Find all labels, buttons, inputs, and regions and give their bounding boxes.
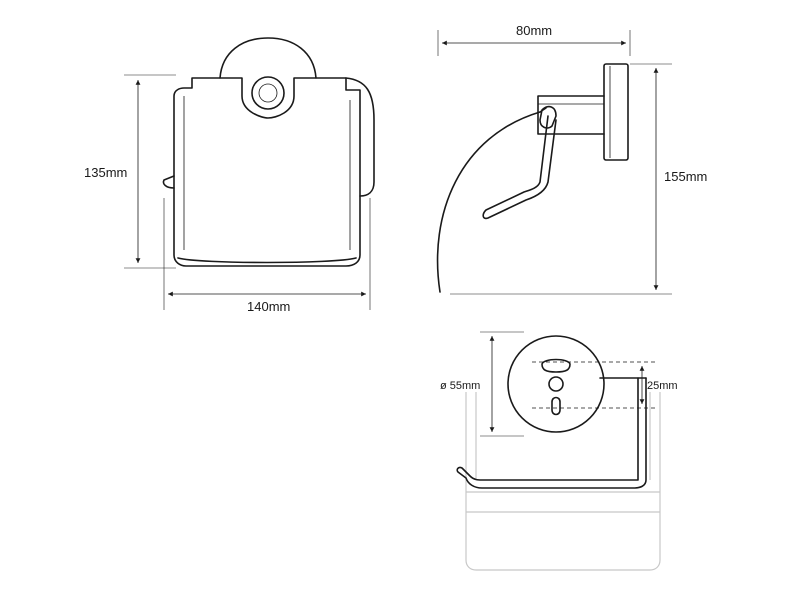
front-height-label: 135mm xyxy=(84,165,127,180)
front-rosette xyxy=(219,37,317,79)
side-lid-tip xyxy=(539,107,547,113)
side-arm xyxy=(482,115,557,220)
side-depth-label: 80mm xyxy=(516,23,552,38)
front-lid-bottom xyxy=(177,257,357,264)
top-view-arm xyxy=(456,377,647,489)
top-view-spacing-label: 25mm xyxy=(647,380,678,392)
top-view-slot xyxy=(541,358,571,373)
front-lid xyxy=(173,77,361,267)
front-lid-inner xyxy=(183,96,351,250)
top-view-plate xyxy=(507,335,605,433)
front-knob xyxy=(251,76,285,110)
side-view: 80mm 155mm xyxy=(436,23,707,295)
front-view: 135mm 140mm xyxy=(84,37,375,314)
top-view-screw-hole xyxy=(548,376,564,392)
front-width-label: 140mm xyxy=(247,299,290,314)
top-view-lower-hole xyxy=(551,396,561,416)
side-height-label: 155mm xyxy=(664,169,707,184)
side-lid-curve xyxy=(436,111,541,293)
front-hook-left xyxy=(162,175,175,189)
top-view-ghost-holder xyxy=(465,392,661,571)
side-bracket xyxy=(537,95,605,135)
side-pivot xyxy=(539,105,557,129)
top-view: ø 55mm 25mm xyxy=(440,331,678,571)
side-wall-plate xyxy=(603,63,629,161)
front-knob-inner xyxy=(258,83,278,103)
top-view-diameter-label: ø 55mm xyxy=(440,380,480,392)
front-arm-right xyxy=(345,77,375,197)
